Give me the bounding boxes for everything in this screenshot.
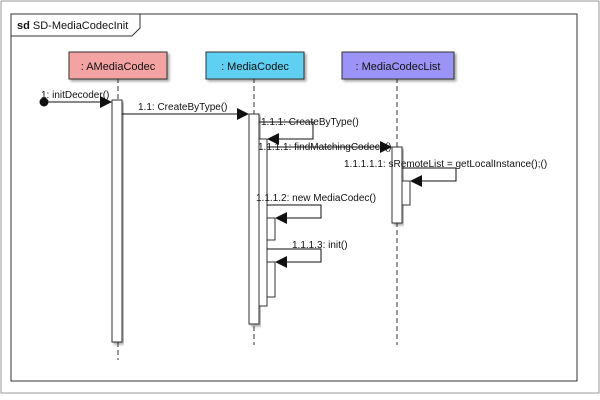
activation-bar-init (266, 261, 276, 298)
message-arrowhead-createbytype (237, 108, 249, 120)
frame-name: SD-MediaCodecInit (33, 20, 128, 32)
message-arrowhead-self-createbytype (267, 133, 279, 145)
message-label-new-mediacodec: 1.1.1.2: new MediaCodec() (256, 193, 376, 204)
message-arrowhead-new-mediacodec (275, 212, 287, 224)
message-label-createbytype: 1.1: CreateByType() (138, 102, 227, 113)
message-line-new-mediacodec (267, 204, 322, 219)
message-arrowhead-init (275, 256, 287, 268)
message-label-findmatchingcodecs: 1.1.1.1: findMatchingCodecs() (258, 142, 391, 153)
message-label-getlocalinstance: 1.1.1.1.1: sRemoteList = getLocalInstanc… (344, 159, 547, 170)
message-line-self-createbytype (259, 121, 314, 140)
activation-bar-mediacodec-nested (258, 138, 268, 307)
activation-bar-mediacodeclist-nested (401, 180, 411, 206)
message-line-getlocalinstance (402, 167, 457, 182)
lifeline-label: : AMediaCodec (81, 61, 156, 73)
message-line-init (267, 248, 322, 263)
lifeline-label: : MediaCodecList (356, 61, 441, 73)
message-label-initdecoder: 1: initDecoder() (41, 90, 109, 101)
message-arrowhead-getlocalinstance (410, 175, 422, 187)
lifeline-head-mediacodec[interactable]: : MediaCodec (205, 51, 305, 80)
message-label-self-createbytype: 1.1.1: CreateByType() (261, 117, 359, 128)
frame-title-tab (10, 13, 141, 37)
message-label-init: 1.1.1.3: init() (292, 240, 348, 251)
lifeline-head-amediacodec[interactable]: : AMediaCodec (68, 51, 168, 80)
message-arrowhead-findmatchingcodecs (380, 141, 392, 153)
frame-title: sd SD-MediaCodecInit (17, 20, 128, 32)
lifeline-head-mediacodeclist[interactable]: : MediaCodecList (341, 51, 455, 80)
activation-bar-new-mediacodec (266, 217, 276, 241)
activation-bar-amediacodec (111, 99, 123, 343)
message-arrowhead-initdecoder (100, 96, 112, 108)
frame-kind: sd (17, 20, 30, 32)
lifeline-label: : MediaCodec (221, 61, 289, 73)
